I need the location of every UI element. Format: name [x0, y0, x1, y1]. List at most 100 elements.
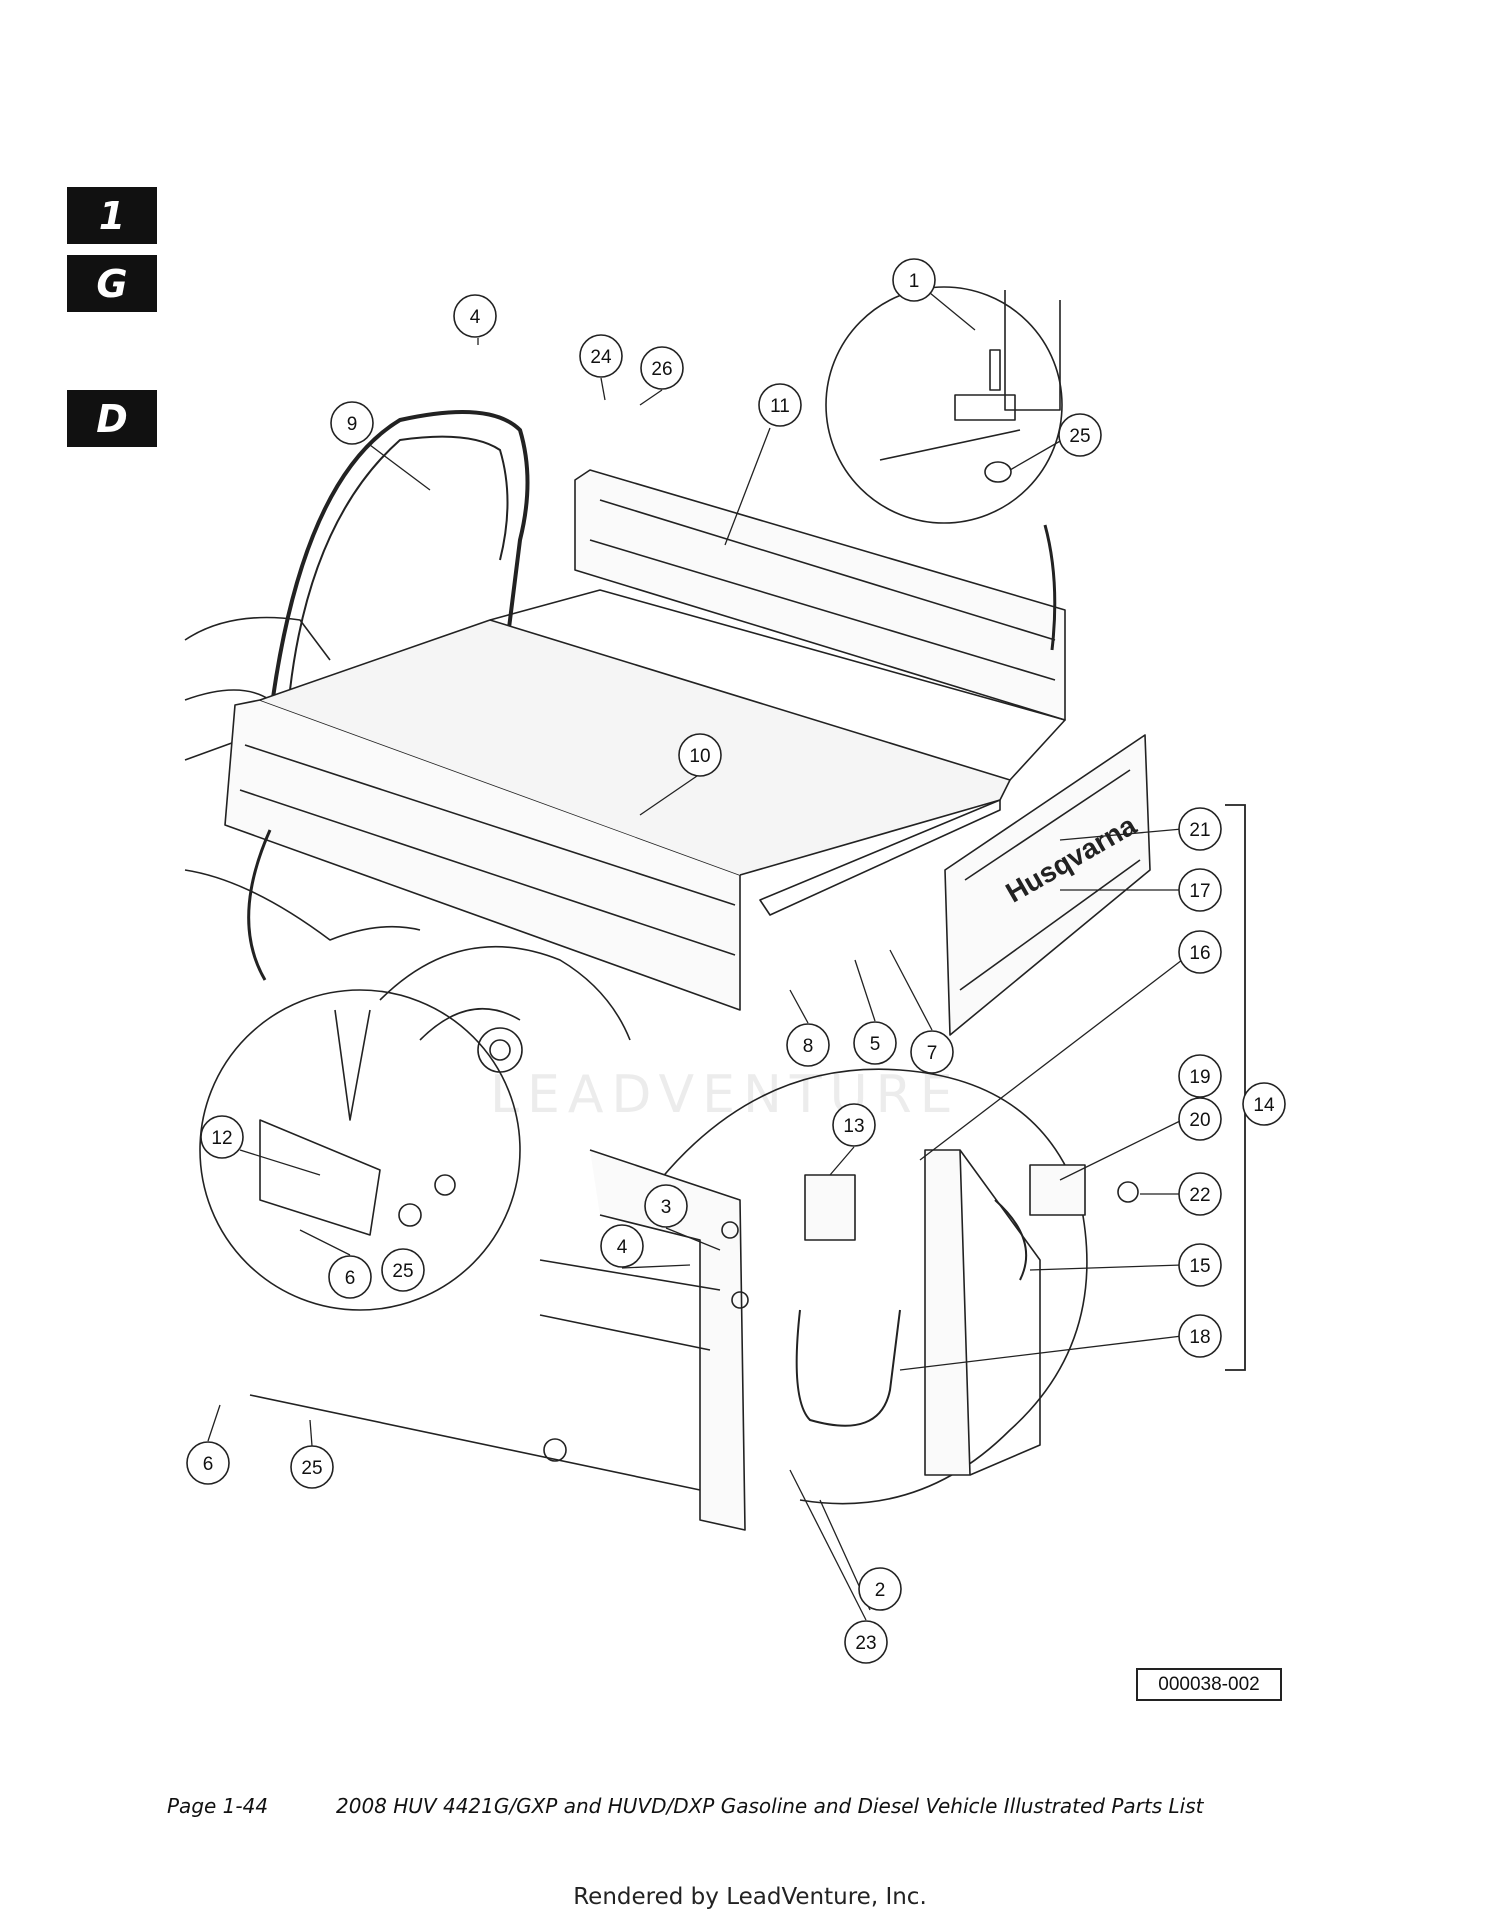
callout-24[interactable]: 24 [579, 334, 623, 378]
callout-18[interactable]: 18 [1178, 1314, 1222, 1358]
callout-number: 4 [470, 307, 481, 328]
callout-number: 7 [927, 1043, 938, 1064]
callout-8[interactable]: 8 [786, 1023, 830, 1067]
callout-6[interactable]: 6 [328, 1255, 372, 1299]
callout-number: 3 [661, 1197, 672, 1218]
callout-number: 17 [1189, 881, 1210, 902]
callout-17[interactable]: 17 [1178, 868, 1222, 912]
callout-number: 23 [855, 1633, 876, 1654]
callout-number: 2 [875, 1580, 886, 1601]
callout-circle [910, 1030, 954, 1074]
callout-circle [640, 346, 684, 390]
callout-circle [381, 1248, 425, 1292]
callout-circle [1178, 1054, 1222, 1098]
section-tab-d[interactable]: D [67, 390, 157, 447]
callout-number: 6 [345, 1268, 356, 1289]
callout-circle [290, 1445, 334, 1489]
callout-number: 9 [347, 414, 358, 435]
callout-13[interactable]: 13 [832, 1103, 876, 1147]
callout-circle [758, 383, 802, 427]
callout-circle [853, 1021, 897, 1065]
callout-9[interactable]: 9 [330, 401, 374, 445]
callout-number: 16 [1189, 943, 1210, 964]
callout-number: 22 [1189, 1185, 1210, 1206]
callout-number: 12 [211, 1128, 232, 1149]
callout-circle [1178, 1314, 1222, 1358]
callout-circle [1178, 807, 1222, 851]
callout-number: 15 [1189, 1256, 1210, 1277]
callout-5[interactable]: 5 [853, 1021, 897, 1065]
callout-circle [186, 1441, 230, 1485]
callout-6[interactable]: 6 [186, 1441, 230, 1485]
callout-14[interactable]: 14 [1242, 1082, 1286, 1126]
callout-circle [1242, 1082, 1286, 1126]
callout-number: 24 [590, 347, 612, 368]
callout-number: 26 [651, 359, 672, 380]
callout-number: 1 [909, 271, 920, 292]
callout-circle [1178, 930, 1222, 974]
callout-number: 11 [770, 396, 790, 417]
callout-number: 13 [843, 1116, 864, 1137]
callout-circle [644, 1184, 688, 1228]
callout-number: 10 [689, 746, 710, 767]
callout-4[interactable]: 4 [600, 1224, 644, 1268]
callout-circle [1178, 868, 1222, 912]
callout-number: 25 [1069, 426, 1090, 447]
callout-circle [600, 1224, 644, 1268]
callout-circle [892, 258, 936, 302]
callout-15[interactable]: 15 [1178, 1243, 1222, 1287]
callout-1[interactable]: 1 [892, 258, 936, 302]
callout-circle [579, 334, 623, 378]
callout-number: 25 [301, 1458, 322, 1479]
callout-23[interactable]: 23 [844, 1620, 888, 1664]
callout-number: 20 [1189, 1110, 1210, 1131]
callout-number: 19 [1189, 1067, 1210, 1088]
callout-7[interactable]: 7 [910, 1030, 954, 1074]
callout-number: 5 [870, 1034, 881, 1055]
callout-number: 21 [1189, 820, 1210, 841]
callout-21[interactable]: 21 [1178, 807, 1222, 851]
callout-circle [328, 1255, 372, 1299]
callout-25[interactable]: 25 [1058, 413, 1102, 457]
callout-25[interactable]: 25 [290, 1445, 334, 1489]
callout-circle [453, 294, 497, 338]
callout-circle [858, 1567, 902, 1611]
callout-12[interactable]: 12 [200, 1115, 244, 1159]
callout-circle [1178, 1172, 1222, 1216]
callout-circle [200, 1115, 244, 1159]
section-tab-1[interactable]: 1 [67, 187, 157, 244]
callout-number: 25 [392, 1261, 413, 1282]
footer-document-title: 2008 HUV 4421G/GXP and HUVD/DXP Gasoline… [336, 1794, 1204, 1818]
section-tab-g[interactable]: G [67, 255, 157, 312]
callout-20[interactable]: 20 [1178, 1097, 1222, 1141]
callout-4[interactable]: 4 [453, 294, 497, 338]
callout-circle [1178, 1243, 1222, 1287]
callout-circle [1058, 413, 1102, 457]
callout-number: 4 [617, 1237, 628, 1258]
leader-lines [207, 292, 1246, 1621]
callout-26[interactable]: 26 [640, 346, 684, 390]
rendered-by-credit: Rendered by LeadVenture, Inc. [573, 1884, 927, 1910]
callout-10[interactable]: 10 [678, 733, 722, 777]
figure-part-number: 000038-002 [1136, 1668, 1282, 1701]
watermark: LEADVENTURE [490, 1065, 961, 1125]
callout-number: 6 [203, 1454, 214, 1475]
callout-19[interactable]: 19 [1178, 1054, 1222, 1098]
cargo-bed-drawing: Husqvarna [184, 286, 1151, 1531]
callout-circle [844, 1620, 888, 1664]
callout-circle [678, 733, 722, 777]
callout-circle [1178, 1097, 1222, 1141]
callout-25[interactable]: 25 [381, 1248, 425, 1292]
callout-number: 8 [803, 1036, 814, 1057]
callout-2[interactable]: 2 [858, 1567, 902, 1611]
callout-3[interactable]: 3 [644, 1184, 688, 1228]
callout-16[interactable]: 16 [1178, 930, 1222, 974]
callout-number: 18 [1189, 1327, 1210, 1348]
callout-circle [832, 1103, 876, 1147]
callout-circle [330, 401, 374, 445]
callout-11[interactable]: 11 [758, 383, 802, 427]
callout-22[interactable]: 22 [1178, 1172, 1222, 1216]
callout-number: 14 [1253, 1095, 1275, 1116]
